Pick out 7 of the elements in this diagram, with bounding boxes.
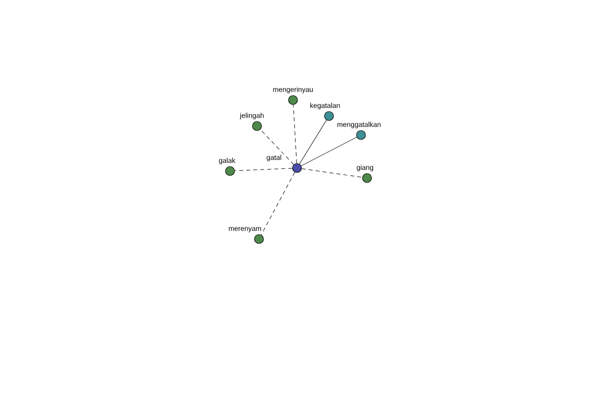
edge bbox=[234, 168, 292, 172]
edge bbox=[301, 136, 357, 166]
edge bbox=[302, 168, 362, 178]
edge bbox=[293, 104, 297, 164]
edge bbox=[260, 129, 294, 165]
edge bbox=[261, 172, 295, 236]
edge bbox=[299, 120, 327, 164]
